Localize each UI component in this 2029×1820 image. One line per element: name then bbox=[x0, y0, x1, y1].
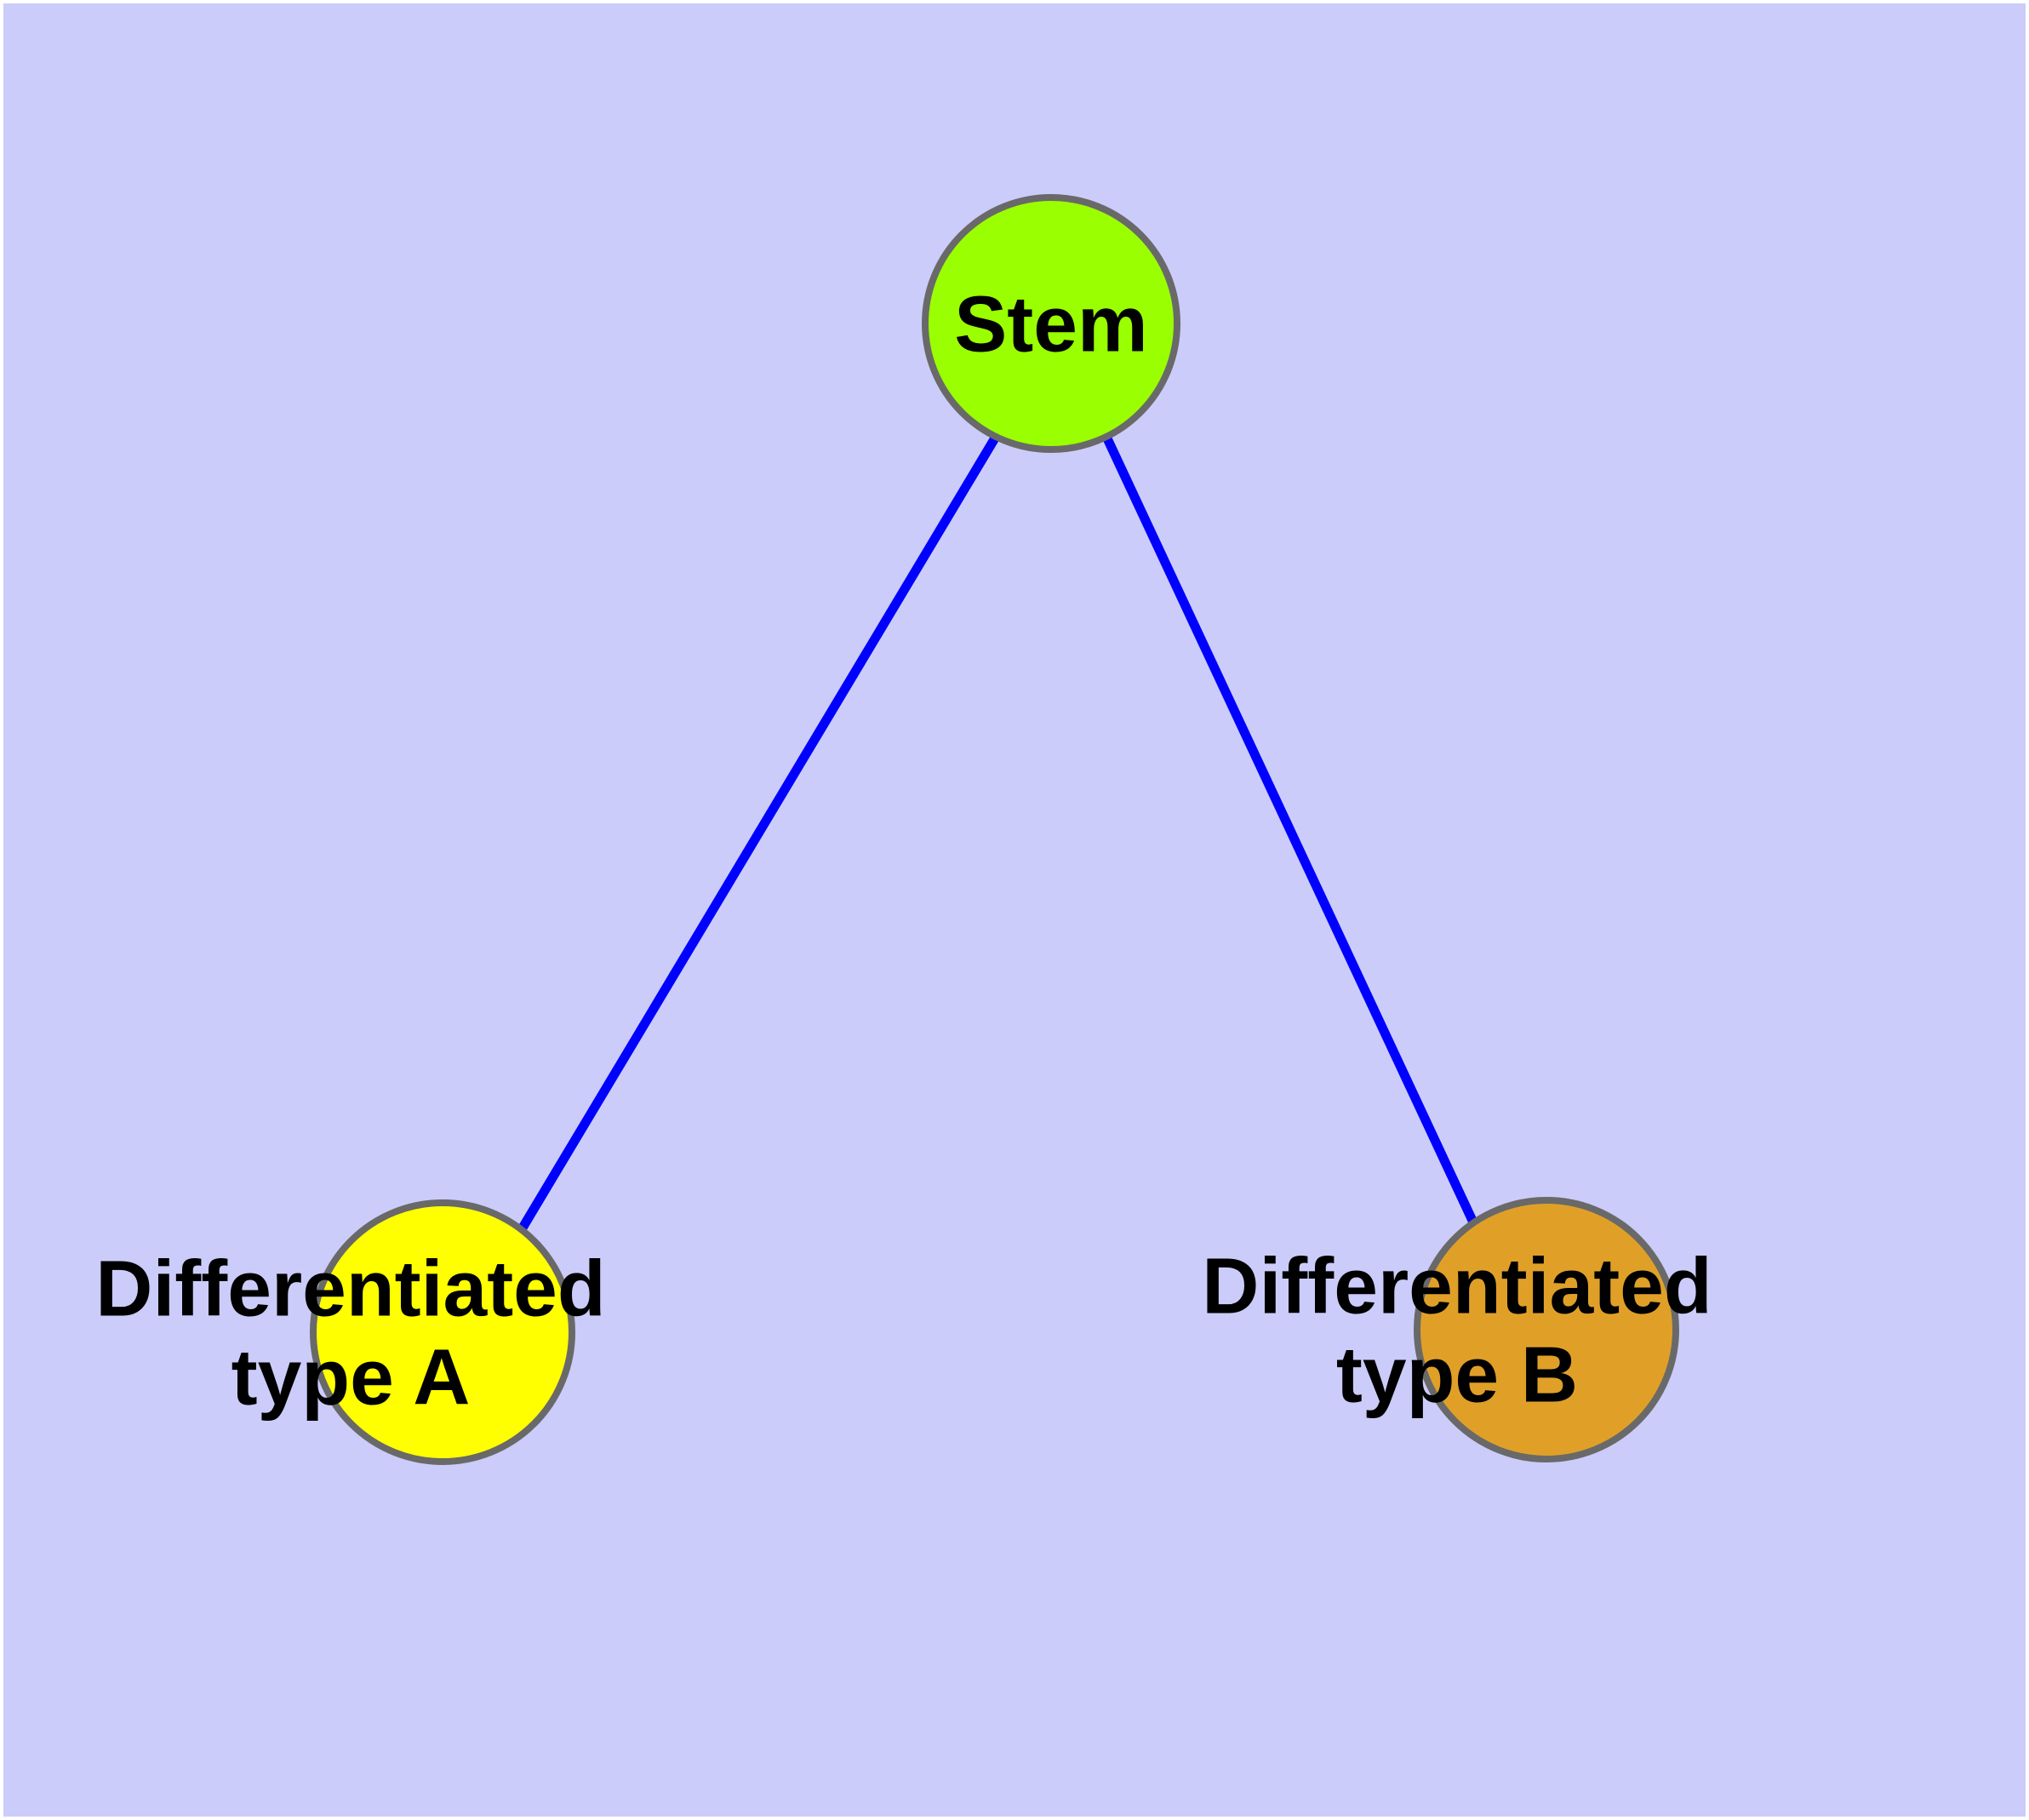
node-label-line: Differentiated bbox=[95, 1244, 605, 1332]
edge-stem-to-diff_b bbox=[1102, 434, 1478, 1227]
node-label-line: type B bbox=[1336, 1331, 1578, 1419]
edges-group bbox=[517, 434, 1478, 1232]
node-label-line: Differentiated bbox=[1202, 1241, 1712, 1330]
node-circle-diff_b[interactable] bbox=[1414, 1197, 1679, 1462]
node-label-line: Stem bbox=[954, 280, 1147, 369]
node-circle-stem[interactable] bbox=[922, 194, 1180, 453]
node-circle-diff_a[interactable] bbox=[310, 1199, 575, 1465]
edge-stem-to-diff_a bbox=[517, 434, 1000, 1232]
node-label-line: type A bbox=[231, 1333, 471, 1422]
nodes-group bbox=[310, 194, 1679, 1465]
node-label-stem: Stem bbox=[954, 280, 1147, 369]
